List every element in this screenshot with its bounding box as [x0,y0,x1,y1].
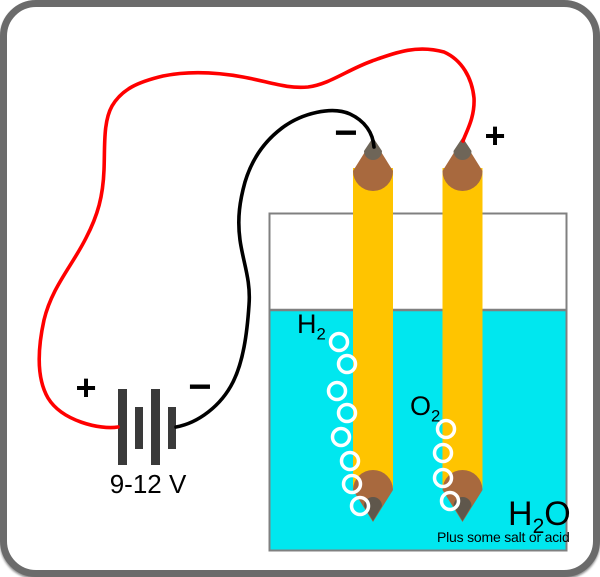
battery-negative-label: − [188,365,212,409]
graphite-tip-top-right [453,137,472,160]
pencil-electrode-left [353,137,393,522]
positive-wire [37,47,476,430]
battery-plate-long-1 [118,389,127,465]
water-formula-label: H2O [508,497,571,537]
bubble [341,473,363,495]
bubble [339,450,361,472]
right-bubbles [432,418,461,512]
battery-positive-label: + [75,367,97,408]
oxygen-gas-label: O2 [410,393,440,425]
bubble [326,380,348,402]
bubble [432,442,454,464]
battery-plate-short-2 [168,407,176,449]
water-o: O [544,495,571,533]
pencil-body-left [353,168,393,488]
hydrogen-symbol: H [297,309,317,339]
battery-voltage-label: 9-12 V [109,469,187,499]
battery-plate-long-2 [151,389,160,465]
oxygen-symbol: O [410,391,432,421]
right-electrode-polarity-label: + [484,115,506,156]
bubble [435,418,457,440]
bubble [336,353,358,375]
bubble [439,490,461,512]
water-subscript: 2 [532,514,545,538]
bubble [432,467,454,489]
left-electrode-polarity-label: − [334,111,358,155]
battery-symbol [118,389,176,465]
battery-plate-short-1 [135,407,143,449]
hydrogen-subscript: 2 [316,324,326,344]
negative-wire [174,108,376,429]
left-bubbles [326,331,371,517]
hydrogen-gas-label: H2 [297,311,326,343]
pencil-wood-top-left [353,139,393,191]
water-h: H [508,495,533,533]
bubble [349,495,371,517]
pencil-wood-top-right [442,139,483,191]
bubble [328,331,350,353]
solution-note-label: Plus some salt or acid [437,529,570,545]
bubble [336,402,358,424]
bubble [330,426,352,448]
pencil-body-right [442,168,483,488]
water [270,310,566,550]
pencil-electrode-right [442,137,483,522]
pencil-wood-bottom-right [442,470,483,522]
graphite-tip-top-left [364,137,382,160]
oxygen-subscript: 2 [431,406,441,426]
pencil-wood-bottom-left [353,470,393,522]
